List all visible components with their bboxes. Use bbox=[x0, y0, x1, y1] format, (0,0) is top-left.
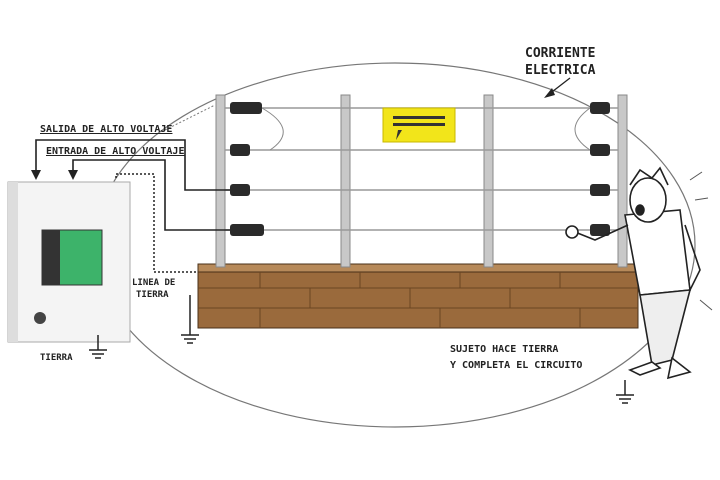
ground-icon bbox=[181, 295, 199, 344]
shocked-person bbox=[565, 166, 701, 380]
jumper-wire-left bbox=[261, 107, 284, 151]
high-voltage-wires bbox=[35, 139, 230, 231]
energizer-box bbox=[7, 181, 131, 343]
ground-line-wire bbox=[115, 173, 198, 273]
ground-icon bbox=[616, 380, 634, 404]
label-subject-2: Y COMPLETA EL CIRCUITO bbox=[450, 360, 582, 371]
label-current-2: ELECTRICA bbox=[525, 63, 596, 78]
jumper-wire-right bbox=[574, 107, 591, 151]
label-current: CORRIENTE bbox=[525, 46, 595, 61]
warning-sign bbox=[382, 107, 456, 143]
label-input: ENTRADA DE ALTO VOLTAJE bbox=[46, 146, 184, 157]
label-ground-line-2: TIERRA bbox=[136, 290, 169, 300]
key-lock-icon bbox=[34, 312, 46, 324]
label-output: SALIDA DE ALTO VOLTAJE bbox=[40, 124, 172, 135]
label-ground-line: LINEA DE bbox=[132, 278, 175, 288]
label-earth: TIERRA bbox=[40, 353, 73, 363]
insulators bbox=[230, 102, 610, 236]
shock-lines bbox=[689, 171, 713, 311]
arrow-head-icon bbox=[544, 88, 555, 98]
terminal-icons bbox=[31, 170, 78, 180]
brick-wall bbox=[197, 263, 639, 329]
label-subject: SUJETO HACE TIERRA bbox=[450, 344, 558, 355]
pointer-line bbox=[164, 104, 216, 131]
fence-posts bbox=[215, 94, 628, 268]
ground-icon bbox=[89, 335, 107, 359]
